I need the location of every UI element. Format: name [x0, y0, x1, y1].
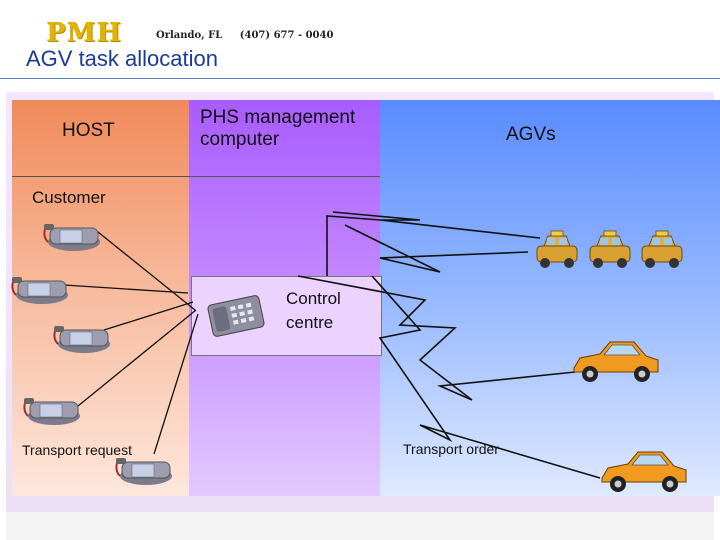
telephone-icon: [115, 457, 173, 486]
title-rule: [0, 78, 720, 79]
host-label: HOST: [62, 120, 115, 141]
customer-label: Customer: [32, 188, 106, 207]
telephone-icon: [43, 223, 101, 252]
phone-text: (407) 677 - 0040: [239, 30, 334, 41]
taxi-icon: [641, 230, 683, 269]
contact-info: Orlando, FL (407) 677 - 0040: [156, 30, 347, 41]
transport-request-label: Transport request: [22, 442, 132, 458]
telephone-icon: [23, 397, 81, 426]
header-divider: [12, 176, 380, 177]
slide-title: AGV task allocation: [26, 46, 218, 71]
agvs-label: AGVs: [506, 124, 556, 145]
telephone-icon: [11, 276, 69, 305]
control-centre-label: Control centre: [286, 289, 341, 332]
taxi-icon: [536, 230, 578, 269]
taxi-icon: [589, 230, 631, 269]
footer-strip: [6, 512, 714, 540]
telephone-icon: [53, 325, 111, 354]
sports-car-icon: [601, 451, 687, 493]
customer-links: [63, 231, 199, 455]
sports-car-icon: [573, 341, 659, 383]
radio-links: [297, 211, 601, 479]
office-phone-icon: [207, 295, 265, 337]
pmh-logo: PMH: [46, 18, 122, 48]
transport-order-label: Transport order: [403, 441, 499, 457]
phs-label: PHS management computer: [200, 107, 356, 150]
location-text: Orlando, FL: [156, 30, 223, 41]
